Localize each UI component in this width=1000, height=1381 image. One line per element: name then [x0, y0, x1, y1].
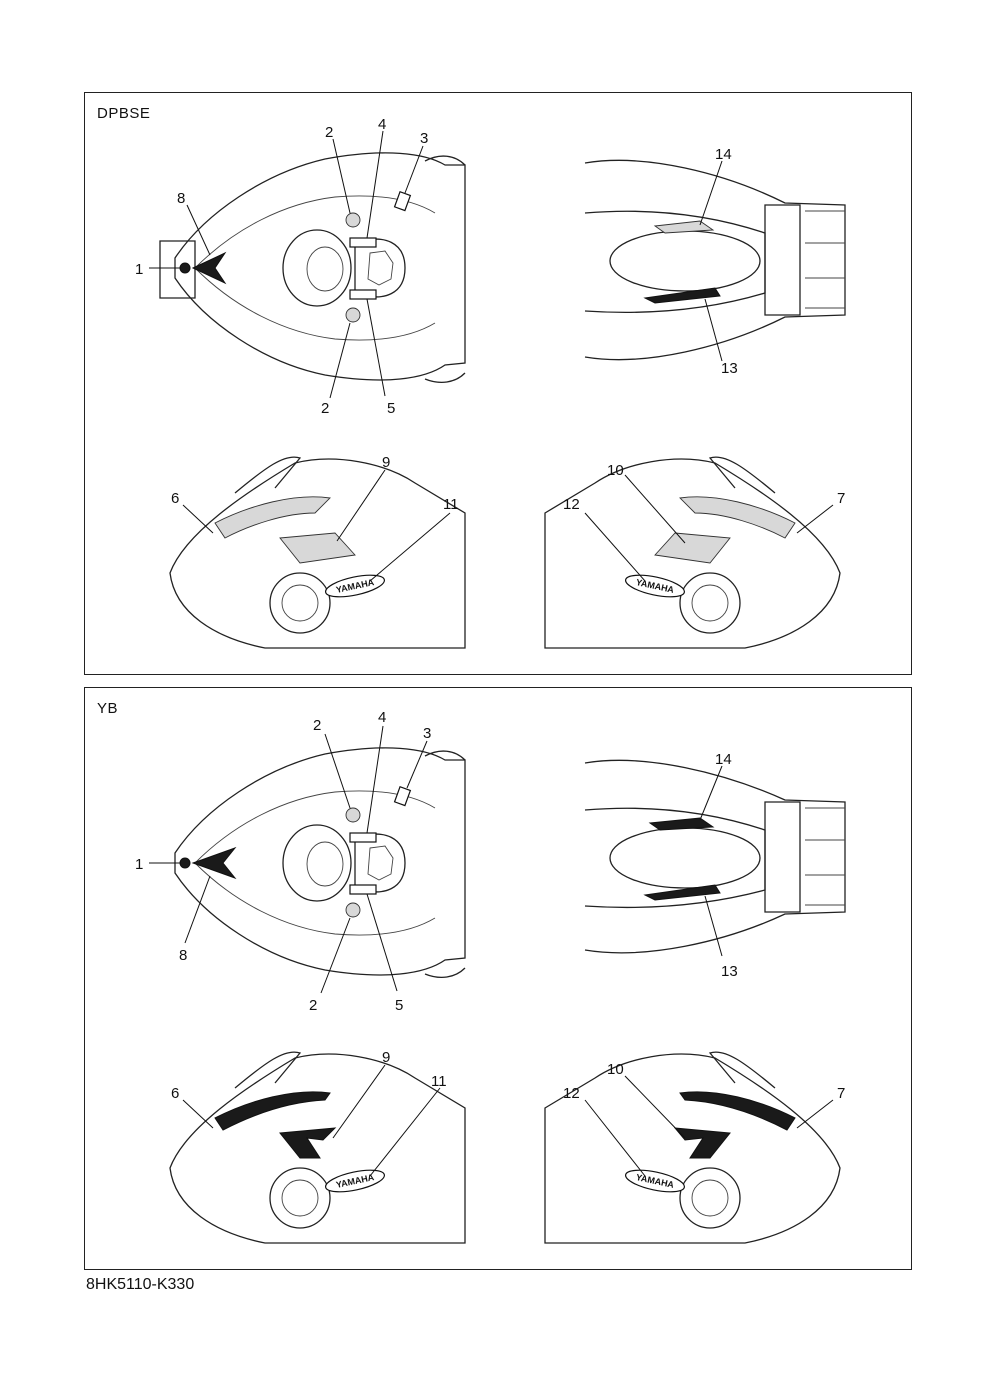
callout-14: 14 — [715, 146, 732, 163]
callout-7: 7 — [837, 490, 845, 507]
left-side-view-illustration: YAMAHA — [169, 1051, 466, 1244]
rear-view-illustration — [584, 159, 846, 361]
document-code: 8HK5110-K330 — [86, 1276, 195, 1293]
leader-lines — [149, 725, 834, 1177]
callout-2-lower: 2 — [321, 400, 329, 417]
decal-diagram: YAMAHA YAMAHA — [135, 116, 846, 649]
callout-1: 1 — [135, 261, 143, 278]
panel-title: YB — [97, 700, 119, 717]
callout-10: 10 — [607, 462, 624, 479]
rear-view-illustration — [584, 759, 846, 954]
callout-2-upper: 2 — [313, 717, 321, 734]
callout-11: 11 — [431, 1073, 447, 1090]
decal-panel-yb: YB — [84, 687, 912, 1270]
top-view-illustration — [174, 747, 466, 979]
callout-14: 14 — [715, 751, 732, 768]
callout-3: 3 — [420, 130, 428, 147]
callout-1: 1 — [135, 856, 143, 873]
callout-2-upper: 2 — [325, 124, 333, 141]
callout-12: 12 — [563, 1085, 580, 1102]
callout-3: 3 — [423, 725, 431, 742]
callout-9: 9 — [382, 454, 390, 471]
decal-panel-dpbse: DPBSE — [84, 92, 912, 675]
decal-diagram: YAMAHA YAMAHA — [135, 709, 846, 1244]
callout-13: 13 — [721, 360, 738, 377]
callout-4: 4 — [378, 116, 386, 133]
callout-9: 9 — [382, 1049, 390, 1066]
leader-lines — [149, 130, 834, 582]
callout-8: 8 — [179, 947, 187, 964]
panel-title: DPBSE — [97, 105, 151, 122]
left-side-view-illustration: YAMAHA — [169, 456, 466, 649]
right-side-view-illustration: YAMAHA — [544, 1051, 841, 1244]
callout-4: 4 — [378, 709, 386, 726]
callout-labels: 1 2 2 3 4 5 6 7 8 9 10 11 12 13 14 — [135, 116, 845, 513]
right-side-view-illustration: YAMAHA — [544, 456, 841, 649]
callout-2-lower: 2 — [309, 997, 317, 1014]
callout-7: 7 — [837, 1085, 845, 1102]
callout-6: 6 — [171, 490, 179, 507]
callout-5: 5 — [395, 997, 403, 1014]
callout-13: 13 — [721, 963, 738, 980]
callout-6: 6 — [171, 1085, 179, 1102]
callout-5: 5 — [387, 400, 395, 417]
callout-12: 12 — [563, 496, 580, 513]
callout-8: 8 — [177, 190, 185, 207]
callout-11: 11 — [443, 496, 459, 513]
top-view-illustration — [159, 152, 466, 384]
callout-labels: 1 2 2 3 4 5 6 7 8 9 10 11 12 13 14 — [135, 709, 845, 1102]
callout-10: 10 — [607, 1061, 624, 1078]
